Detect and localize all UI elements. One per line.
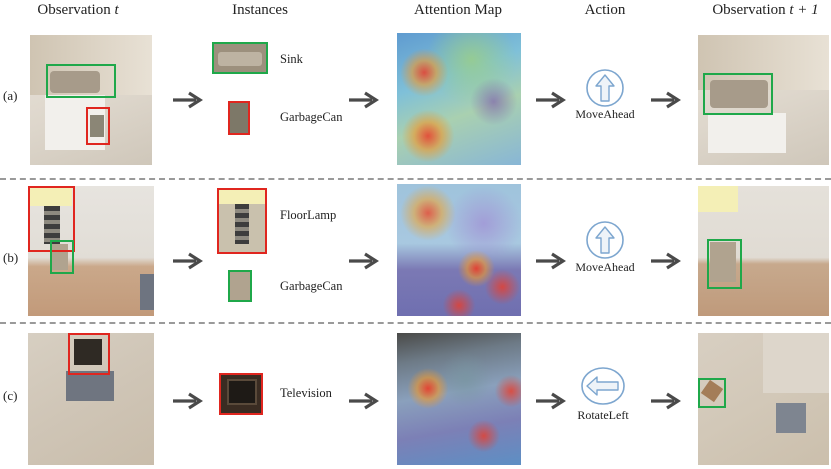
observation-t1-image-b: [698, 186, 829, 316]
instance-label-sink-a: Sink: [280, 52, 303, 66]
lamp-stand-crop: [235, 204, 249, 244]
television-shape: [74, 339, 102, 365]
header-attention-map: Attention Map: [414, 2, 502, 18]
action-label-a: MoveAhead: [575, 107, 635, 121]
instance-box-garbage-b: [228, 270, 252, 302]
attention-map-image-a: [397, 33, 521, 165]
object-box-c-next: [698, 378, 726, 408]
observation-t-image-c: [28, 333, 154, 465]
arrow-icon-b4: [650, 252, 682, 270]
arrow-icon-b2: [348, 252, 380, 270]
row-label-c: (c): [3, 388, 18, 403]
garbage-can-box-b-next: [707, 239, 742, 289]
row-label-a: (a): [3, 88, 18, 103]
observation-t1-image-c: [698, 333, 829, 465]
header-observation-t1: Observation t + 1: [698, 2, 831, 19]
arrow-icon-c4: [650, 392, 682, 410]
instance-crop-garbage-b: [228, 270, 252, 302]
lamp-shade-shape: [28, 186, 72, 206]
arrow-icon-c2: [348, 392, 380, 410]
sink-shape: [710, 80, 768, 108]
arrow-icon-a2: [348, 91, 380, 109]
arrow-icon-b3: [535, 252, 567, 270]
instance-label-garbage-a: GarbageCan: [280, 110, 343, 124]
instance-box-garbage-a: [228, 101, 250, 135]
arrow-icon-c1: [172, 392, 204, 410]
header-observation-t1-text: Observation: [712, 2, 790, 18]
garbage-can-box-b: [50, 240, 74, 274]
tv-stand-shape: [66, 371, 114, 401]
garbage-can-shape: [90, 115, 104, 137]
wall-corner-shape: [763, 333, 829, 393]
header-observation-t-text: Observation: [37, 2, 115, 18]
sink-crop-shape: [218, 52, 262, 66]
instance-crop-sink-a: [212, 42, 268, 74]
instance-box-sink-a: [212, 42, 268, 74]
chair-shape: [140, 274, 154, 310]
header-observation-t: Observation t: [18, 2, 138, 19]
attention-map-image-c: [397, 333, 521, 465]
instance-label-television-c: Television: [280, 386, 332, 400]
attention-map-image-b: [397, 184, 521, 316]
lamp-shade-crop: [217, 188, 267, 204]
action-up-arrow-icon-a: [586, 69, 624, 107]
instance-box-floorlamp-b: [217, 188, 267, 254]
header-observation-t1-var: t + 1: [789, 2, 819, 18]
television-box-c: [68, 333, 110, 375]
instance-crop-garbage-a: [228, 101, 250, 135]
header-instances: Instances: [232, 2, 288, 18]
cabinet-shape: [708, 113, 786, 153]
row-label-b: (b): [3, 250, 19, 265]
instance-crop-television-c: [219, 373, 263, 415]
garbage-can-shape: [710, 242, 736, 282]
arrow-icon-a3: [535, 91, 567, 109]
header-action: Action: [584, 2, 626, 18]
row-separator-2: [0, 322, 831, 324]
action-label-c: RotateLeft: [577, 408, 629, 422]
lamp-shade-shape: [698, 186, 738, 212]
garbage-can-box-a: [86, 107, 110, 145]
arrow-icon-a1: [172, 91, 204, 109]
action-up-arrow-icon-b: [586, 221, 624, 259]
sink-box-a-next: [703, 73, 773, 115]
sink-shape: [50, 71, 100, 93]
arrow-icon-a4: [650, 91, 682, 109]
observation-t-image-a: [30, 35, 152, 165]
row-separator-1: [0, 178, 831, 180]
chair-shape: [776, 403, 806, 433]
instance-crop-floorlamp-b: [217, 188, 267, 254]
sink-box-a: [46, 64, 116, 98]
tv-screen-crop: [227, 379, 257, 405]
action-left-arrow-icon-c: [581, 367, 625, 405]
observation-t1-image-a: [698, 35, 829, 165]
header-observation-t-var: t: [114, 2, 119, 18]
lamp-stand-shape: [44, 206, 60, 244]
instance-label-floorlamp-b: FloorLamp: [280, 208, 337, 222]
action-label-b: MoveAhead: [575, 260, 635, 274]
instance-label-garbage-b: GarbageCan: [280, 279, 343, 293]
instance-box-television-c: [219, 373, 263, 415]
arrow-icon-b1: [172, 252, 204, 270]
